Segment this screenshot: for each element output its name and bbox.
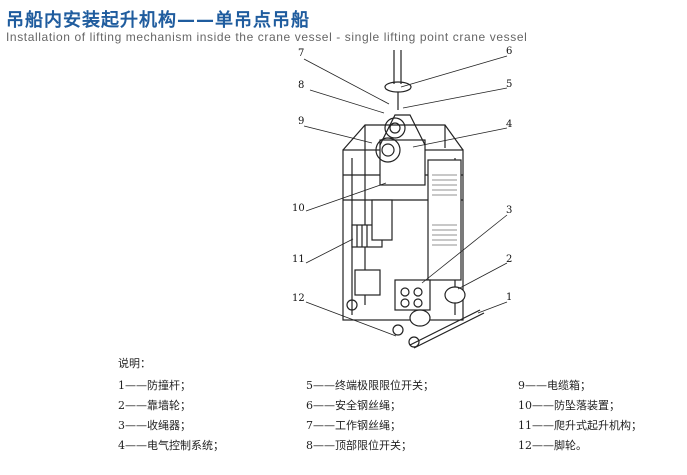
- legend-item: 12——脚轮。: [518, 439, 587, 452]
- legend-item: 3——收绳器；: [118, 419, 191, 432]
- callout-9: 9: [298, 116, 305, 127]
- legend-item: 11——爬升式起升机构；: [518, 419, 642, 432]
- page-title: 吊船内安装起升机构——单吊点吊船: [6, 10, 310, 31]
- callout-10: 10: [292, 203, 305, 214]
- legend-item: 9——电缆箱；: [518, 379, 591, 392]
- rope-pulley: [384, 81, 412, 93]
- callout-7: 7: [298, 48, 305, 59]
- callout-5: 5: [506, 79, 513, 90]
- callout-12: 12: [292, 293, 305, 304]
- legend-item: 8——顶部限位开关；: [306, 439, 412, 452]
- bumper-bar: [409, 309, 481, 346]
- callout-2: 2: [506, 254, 513, 265]
- legend-title: 说明：: [118, 357, 151, 370]
- legend-item: 5——终端极限限位开关；: [306, 379, 434, 392]
- legend-item: 2——靠墙轮；: [118, 399, 191, 412]
- callout-4: 4: [506, 119, 513, 130]
- cable-box: [354, 269, 381, 296]
- legend-item: 6——安全钢丝绳；: [306, 399, 401, 412]
- legend-item: 10——防坠落装置；: [518, 399, 620, 412]
- caster: [346, 299, 358, 311]
- legend-item: 1——防撞杆；: [118, 379, 191, 392]
- callout-8: 8: [298, 80, 305, 91]
- control-box: [427, 159, 462, 281]
- wall-roller: [444, 286, 466, 304]
- legend-item: 7——工作钢丝绳；: [306, 419, 401, 432]
- callout-6: 6: [506, 46, 513, 57]
- callout-1: 1: [506, 292, 513, 303]
- callout-3: 3: [506, 205, 513, 216]
- callout-11: 11: [292, 254, 305, 265]
- page-subtitle: Installation of lifting mechanism inside…: [6, 30, 528, 44]
- legend-item: 4——电气控制系统；: [118, 439, 224, 452]
